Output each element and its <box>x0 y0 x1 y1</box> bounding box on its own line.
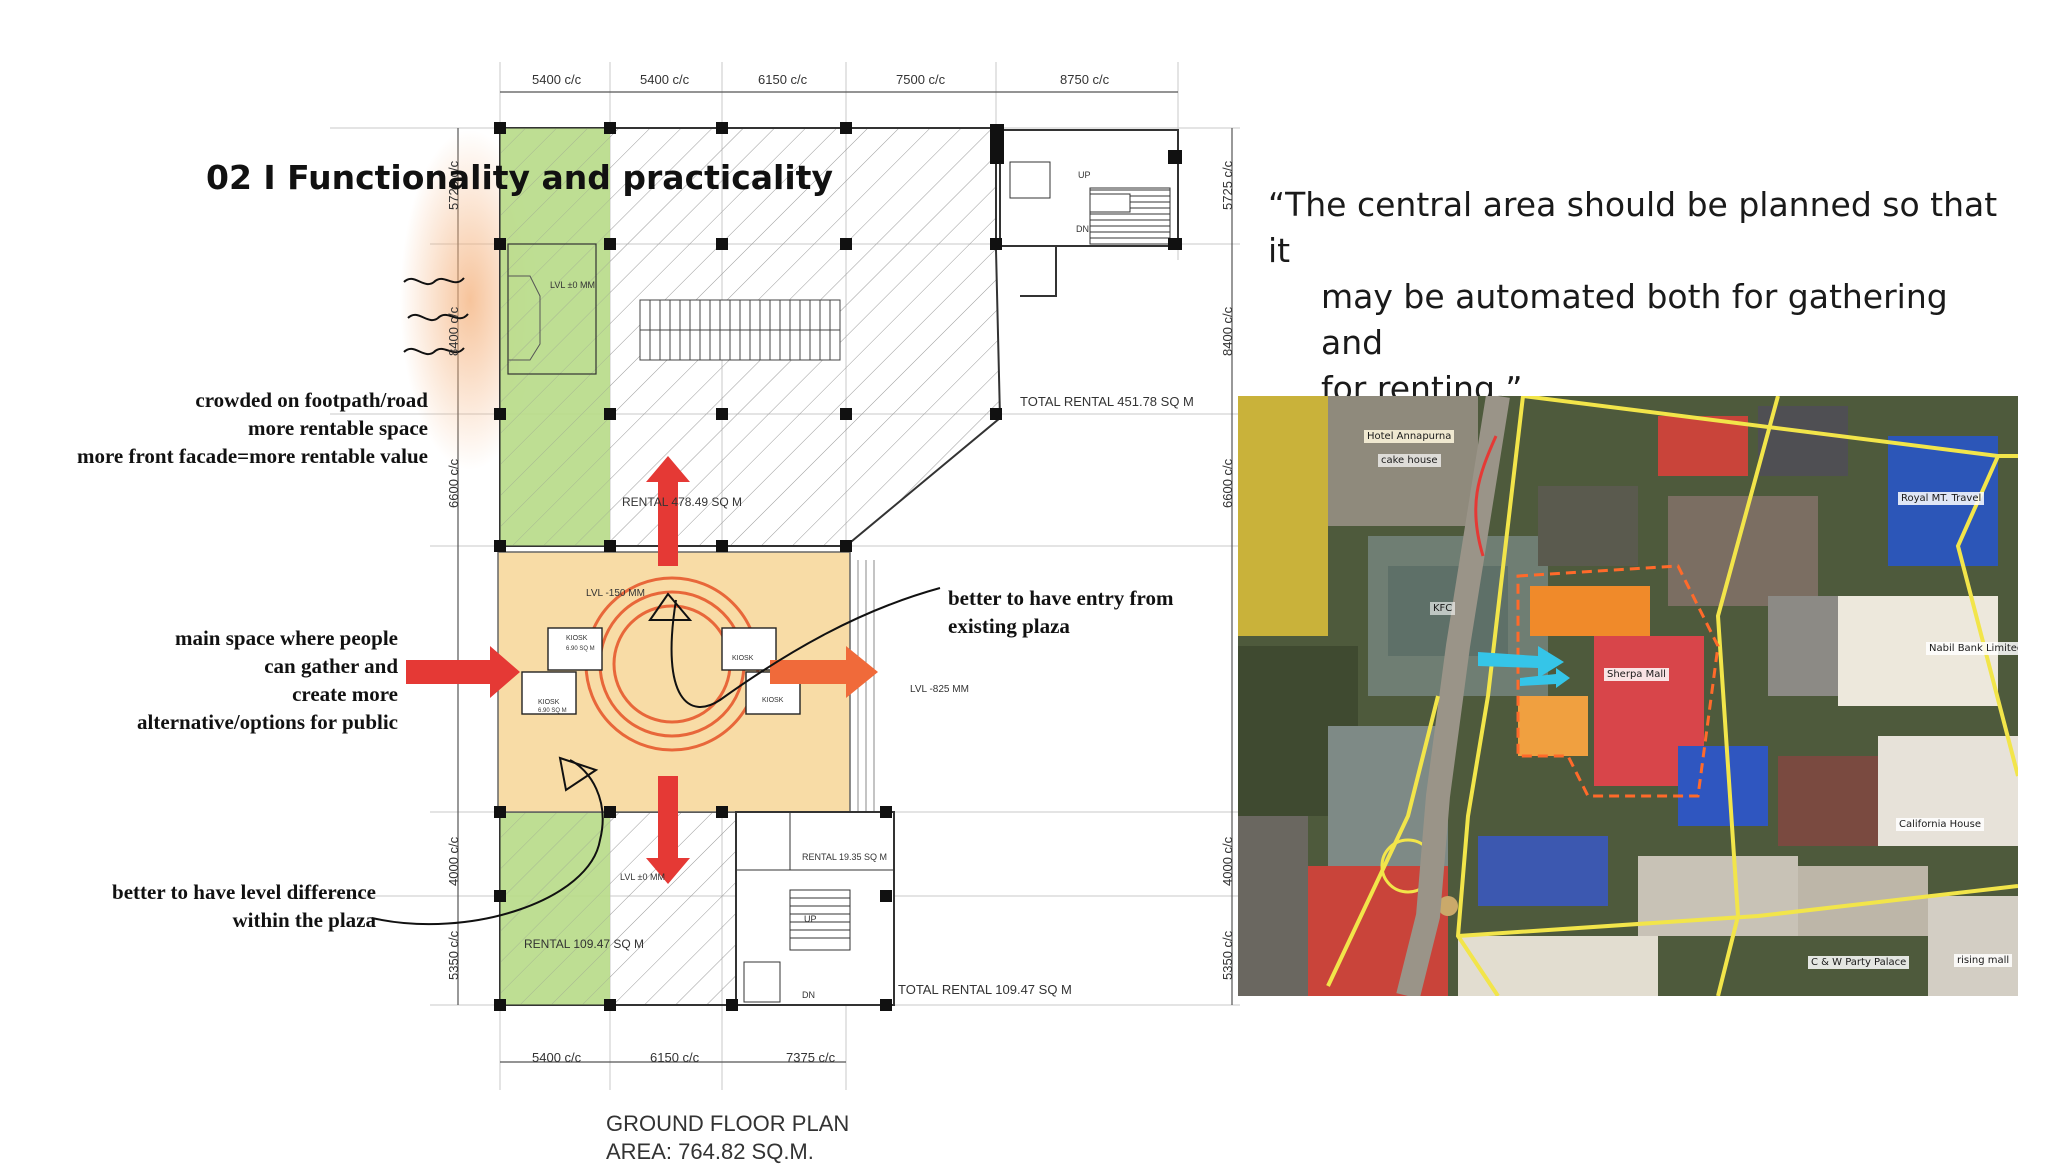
label-lvl-minus150: LVL -150 MM <box>586 588 645 599</box>
quote-line-2: may be automated both for gathering and <box>1321 277 1948 362</box>
label-up-top: UP <box>1078 170 1091 180</box>
map-label-party: C & W Party Palace <box>1808 956 1910 969</box>
dim-left-5: 5350 c/c <box>446 930 461 980</box>
label-rental-bottom-left: RENTAL 109.47 SQ M <box>524 937 644 951</box>
label-rental-main: RENTAL 478.49 SQ M <box>622 495 742 509</box>
satellite-map: Hotel Annapurna cake house Royal MT. Tra… <box>1238 396 2018 996</box>
note-gather-line-4: alternative/options for public <box>137 710 398 734</box>
label-kiosk-area-1: 6.90 SQ M <box>566 646 595 652</box>
dim-top-2: 5400 c/c <box>640 72 690 87</box>
kiosks <box>521 627 801 715</box>
label-lvl-zero-bottom: LVL ±0 MM <box>620 872 665 882</box>
note-entry-line-1: better to have entry from <box>948 586 1174 610</box>
map-label-royal: Royal MT. Travel <box>1898 492 1985 505</box>
dim-bottom-3: 7375 c/c <box>786 1050 836 1065</box>
dims-bottom: 5400 c/c 6150 c/c 7375 c/c <box>532 1050 836 1065</box>
map-label-hotel: Hotel Annapurna <box>1364 430 1455 443</box>
circulation-arrows <box>406 456 878 884</box>
map-label-nabil: Nabil Bank Limited <box>1926 642 2018 655</box>
note-gather-line-1: main space where people <box>174 626 398 650</box>
note-footpath-line-2: more rentable space <box>247 416 428 440</box>
label-lvl-zero-top: LVL ±0 MM <box>550 280 595 290</box>
note-entry: better to have entry from existing plaza <box>948 584 1173 640</box>
map-label-rising: rising mall <box>1954 954 2013 967</box>
note-entry-line-2: existing plaza <box>948 614 1070 638</box>
label-dn-bottom: DN <box>802 990 815 1000</box>
plan-caption: GROUND FLOOR PLAN AREA: 764.82 SQ.M. <box>606 1110 849 1166</box>
note-gather-line-3: create more <box>292 682 398 706</box>
note-gather-line-2: can gather and <box>264 654 398 678</box>
dim-left-4: 4000 c/c <box>446 836 461 886</box>
label-kiosk-1: KIOSK <box>566 635 588 642</box>
dim-left-2: 8400 c/c <box>446 306 461 356</box>
note-footpath: crowded on footpath/road more rentable s… <box>77 386 428 470</box>
dims-left: 5725 c/c 8400 c/c 6600 c/c 4000 c/c 5350… <box>446 160 461 980</box>
note-level-line-2: within the plaza <box>232 908 376 932</box>
dim-top-4: 7500 c/c <box>896 72 946 87</box>
plan-caption-area: AREA: 764.82 SQ.M. <box>606 1139 814 1164</box>
label-lvl-minus825: LVL -825 MM <box>910 684 969 695</box>
note-level-line-1: better to have level difference <box>112 880 376 904</box>
satellite-map-drawing <box>1238 396 2018 996</box>
label-total-rental-bottom: TOTAL RENTAL 109.47 SQ M <box>898 982 1072 997</box>
ground-floor-plan-drawing: 5400 c/c 5400 c/c 6150 c/c 7500 c/c 8750… <box>330 62 1240 1090</box>
map-label-sherpa: Sherpa Mall <box>1604 668 1669 681</box>
label-up-bottom: UP <box>804 914 817 924</box>
design-quote: “The central area should be planned so t… <box>1268 182 2008 412</box>
dim-bottom-1: 5400 c/c <box>532 1050 582 1065</box>
plan-caption-title: GROUND FLOOR PLAN <box>606 1111 850 1136</box>
dim-left-1: 5725 c/c <box>446 160 461 210</box>
note-footpath-line-3: more front facade=more rentable value <box>76 444 428 468</box>
quote-line-1: “The central area should be planned so t… <box>1268 185 1998 270</box>
map-label-california: California House <box>1896 818 1985 831</box>
dim-top-3: 6150 c/c <box>758 72 808 87</box>
dims-top: 5400 c/c 5400 c/c 6150 c/c 7500 c/c 8750… <box>532 72 1110 87</box>
label-dn-top: DN <box>1076 224 1089 234</box>
map-label-kfc: KFC <box>1430 602 1456 615</box>
escalators <box>639 299 841 361</box>
dim-top-1: 5400 c/c <box>532 72 582 87</box>
columns <box>494 122 1182 1011</box>
label-kiosk-4: KIOSK <box>762 697 784 704</box>
dim-left-3: 6600 c/c <box>446 458 461 508</box>
dim-right-3: 6600 c/c <box>1220 458 1235 508</box>
dim-top-5: 8750 c/c <box>1060 72 1110 87</box>
label-kiosk-2: KIOSK <box>538 699 560 706</box>
label-rental-small: RENTAL 19.35 SQ M <box>802 852 887 862</box>
dim-right-5: 5350 c/c <box>1220 930 1235 980</box>
note-footpath-line-1: crowded on footpath/road <box>195 388 428 412</box>
dim-right-2: 8400 c/c <box>1220 306 1235 356</box>
note-gather: main space where people can gather and c… <box>137 624 398 736</box>
label-kiosk-area-2: 6.90 SQ M <box>538 708 567 714</box>
map-label-cake: cake house <box>1378 454 1441 467</box>
annotation-curves <box>371 277 941 926</box>
dims-right: 5725 c/c 8400 c/c 6600 c/c 4000 c/c 5350… <box>1220 160 1235 980</box>
dim-bottom-2: 6150 c/c <box>650 1050 700 1065</box>
dim-right-1: 5725 c/c <box>1220 160 1235 210</box>
label-kiosk-3: KIOSK <box>732 655 754 662</box>
label-total-rental-top: TOTAL RENTAL 451.78 SQ M <box>1020 394 1194 409</box>
note-level: better to have level difference within t… <box>112 878 376 934</box>
dim-right-4: 4000 c/c <box>1220 836 1235 886</box>
slide-title: 02 I Functionality and practicality <box>206 158 833 197</box>
